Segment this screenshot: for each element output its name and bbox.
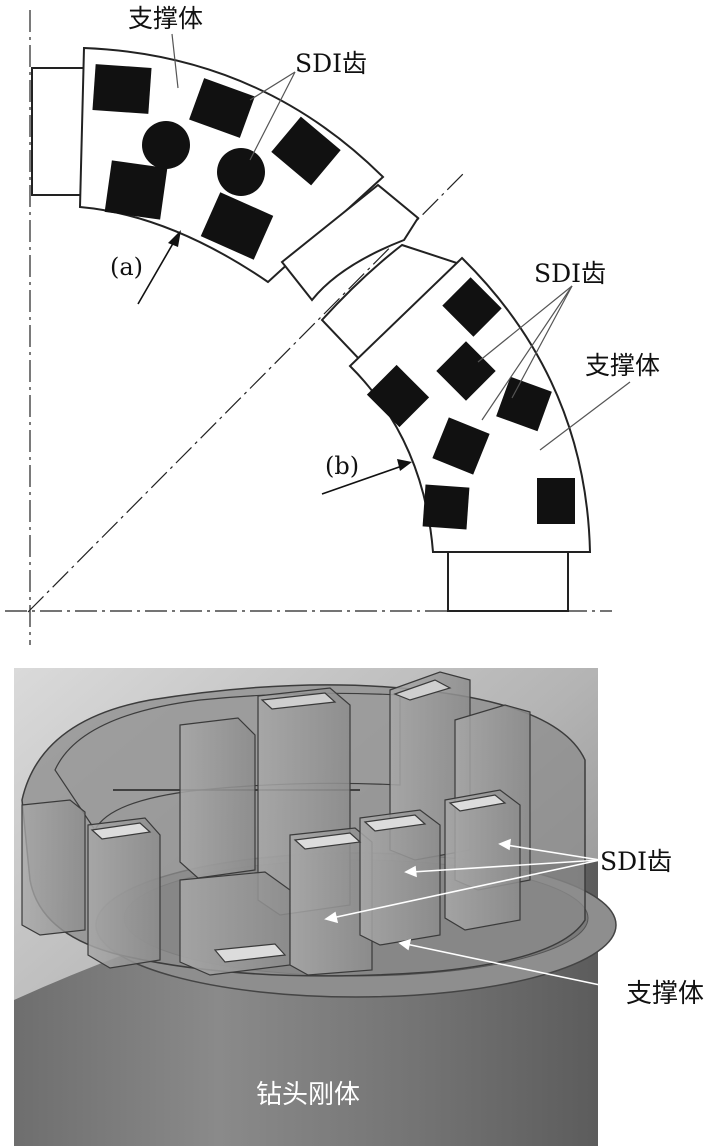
label-support-a: 支撑体: [128, 4, 203, 33]
leader-line: [249, 71, 296, 101]
sdi-tooth: [496, 376, 552, 432]
prism-top: [90, 822, 152, 840]
arrow-a: [137, 230, 181, 305]
label-b: (b): [325, 452, 359, 480]
sdi-tooth: [271, 116, 341, 186]
middle-connector: [280, 183, 420, 302]
axis-connector-bottom: [447, 551, 569, 612]
sdi-tooth-round: [217, 148, 265, 196]
sdi-tooth: [537, 478, 575, 524]
sdi-tooth: [432, 417, 490, 475]
leader-line: [171, 33, 179, 89]
label-sdi-render: SDI齿: [600, 847, 672, 876]
label-support-render: 支撑体: [626, 979, 704, 1009]
prism-top: [363, 814, 427, 832]
bottom-render: SDI齿 支撑体 钻头刚体: [14, 668, 704, 1146]
leader-line: [511, 285, 573, 399]
sdi-teeth-b: [366, 277, 575, 530]
sdi-tooth: [104, 160, 168, 220]
label-a: (a): [110, 253, 143, 281]
arrow-b: [321, 459, 412, 495]
axis-connector-top: [31, 67, 86, 196]
sdi-tooth: [92, 64, 152, 114]
sdi-prism: [87, 817, 161, 969]
sdi-tooth: [200, 192, 274, 260]
sdi-prism: [444, 789, 521, 931]
leader-line: [249, 71, 296, 161]
prism-top: [448, 794, 507, 812]
sdi-tooth: [366, 364, 430, 428]
leader-line: [477, 285, 573, 363]
middle-connector-lower: [320, 243, 462, 362]
sdi-tooth-round: [142, 121, 190, 169]
sdi-prism: [289, 827, 373, 976]
label-sdi-a: SDI齿: [295, 49, 367, 78]
prism-top: [293, 832, 362, 850]
prism-top: [393, 679, 452, 701]
sdi-prisms: [21, 671, 531, 976]
label-drill-body: 钻头刚体: [256, 1080, 360, 1110]
sdi-tooth: [442, 277, 502, 337]
prism-top: [213, 943, 287, 963]
sdi-tooth: [189, 78, 255, 138]
sdi-tooth: [422, 484, 470, 530]
label-sdi-b: SDI齿: [534, 259, 606, 288]
sdi-prism: [21, 799, 86, 936]
sdi-prism: [179, 717, 256, 879]
label-support-b: 支撑体: [585, 351, 660, 380]
pointer-arrows: [324, 838, 601, 986]
top-diagram: 支撑体 SDI齿 (a) SDI齿 支撑体 (b): [5, 4, 660, 645]
prism-top: [260, 692, 337, 710]
sdi-tooth: [436, 341, 496, 401]
sdi-prism: [359, 809, 441, 946]
leader-line: [481, 285, 573, 421]
sdi-teeth-a: [92, 64, 341, 260]
leader-line: [539, 381, 631, 451]
